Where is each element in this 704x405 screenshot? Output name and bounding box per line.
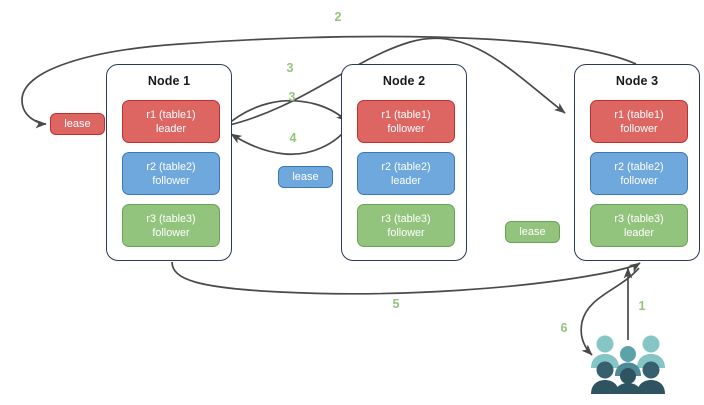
node-box-3[interactable]: Node 3 r1 (table1) follower r2 (table2) … <box>574 64 700 261</box>
replica-node1-r2[interactable]: r2 (table2) follower <box>122 152 220 195</box>
replica-role: follower <box>152 226 190 239</box>
replica-node1-r3[interactable]: r3 (table3) follower <box>122 204 220 247</box>
edge-label-1: 1 <box>638 299 646 313</box>
edge-label-2: 2 <box>334 10 342 24</box>
replica-role: follower <box>620 174 658 187</box>
edge-label-3-lower: 3 <box>288 90 296 104</box>
replica-role: follower <box>620 122 658 135</box>
replica-name: r2 (table2) <box>381 160 431 173</box>
replica-role: leader <box>623 226 654 239</box>
node-title-1: Node 1 <box>147 74 191 88</box>
replica-node3-r3[interactable]: r3 (table3) leader <box>590 204 688 247</box>
replica-name: r3 (table3) <box>146 212 196 225</box>
replica-node2-r3[interactable]: r3 (table3) follower <box>357 204 455 247</box>
edge-3-short-path <box>221 99 348 130</box>
replica-name: r2 (table2) <box>146 160 196 173</box>
replica-role: leader <box>155 122 186 135</box>
edge-label-6: 6 <box>560 321 568 335</box>
node-title-2: Node 2 <box>382 74 426 88</box>
lease-badge-blue[interactable]: lease <box>278 166 333 188</box>
replica-name: r3 (table3) <box>614 212 664 225</box>
replica-name: r1 (table1) <box>614 108 664 121</box>
replica-name: r3 (table3) <box>381 212 431 225</box>
lease-badge-red[interactable]: lease <box>50 113 105 135</box>
replica-role: leader <box>390 174 421 187</box>
users-group-icon <box>588 332 672 394</box>
node-box-2[interactable]: Node 2 r1 (table1) follower r2 (table2) … <box>341 64 467 261</box>
replica-node2-r2[interactable]: r2 (table2) leader <box>357 152 455 195</box>
replica-node1-r1[interactable]: r1 (table1) leader <box>122 100 220 143</box>
replica-role: follower <box>387 226 425 239</box>
replica-node3-r2[interactable]: r2 (table2) follower <box>590 152 688 195</box>
replica-role: follower <box>152 174 190 187</box>
edge-label-4: 4 <box>289 131 297 145</box>
edge-label-3-upper: 3 <box>286 61 294 75</box>
replica-name: r1 (table1) <box>146 108 196 121</box>
lease-badge-green[interactable]: lease <box>505 221 560 243</box>
replica-name: r1 (table1) <box>381 108 431 121</box>
replica-node2-r1[interactable]: r1 (table1) follower <box>357 100 455 143</box>
replica-role: follower <box>387 122 425 135</box>
node-title-3: Node 3 <box>615 74 659 88</box>
edge-5-path <box>171 261 641 295</box>
node-box-1[interactable]: Node 1 r1 (table1) leader r2 (table2) fo… <box>106 64 232 261</box>
users-icon-svg <box>591 335 665 394</box>
replica-node3-r1[interactable]: r1 (table1) follower <box>590 100 688 143</box>
replica-name: r2 (table2) <box>614 160 664 173</box>
edge-label-5: 5 <box>392 297 400 311</box>
